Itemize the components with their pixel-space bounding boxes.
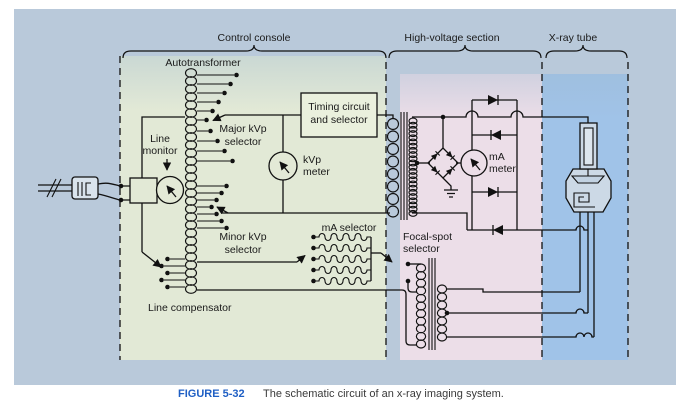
- diode-lower: [488, 187, 499, 197]
- line-monitor-needle: [166, 185, 177, 198]
- control-console-brace: [122, 44, 387, 59]
- ground-symbol: [442, 177, 458, 198]
- autotransformer-label: Autotransformer: [165, 57, 241, 69]
- major-kvp-taps: [197, 72, 239, 164]
- filament-primary-coil: [415, 263, 427, 349]
- section-headers: Control console High-voltage section X-r…: [122, 32, 628, 59]
- high-voltage-title: High-voltage section: [404, 32, 499, 44]
- major-kvp-label-1: Major kVp: [219, 123, 266, 135]
- anode-target: [570, 175, 606, 184]
- high-voltage-brace: [388, 44, 542, 59]
- diode-bridge: [414, 114, 461, 179]
- cathode-filament-coil: [573, 192, 595, 208]
- control-circuit-wiring: [197, 113, 417, 346]
- filament-transformer: [415, 258, 594, 350]
- cord-break-marks: [46, 178, 62, 198]
- ma-selector: mA selector: [311, 222, 393, 286]
- plug-body: [71, 176, 99, 200]
- plug-prongs-icon: [77, 182, 91, 196]
- ma-meter: mA meter: [460, 149, 516, 177]
- diode-bottom: [492, 225, 503, 235]
- anode-stem-inner: [583, 127, 594, 166]
- diode-top: [488, 95, 499, 105]
- ma-meter-needle: [470, 158, 481, 171]
- filament-core: [428, 258, 436, 350]
- major-kvp-wiper-arrow: [212, 113, 226, 122]
- line-monitor-label-1: Line: [150, 133, 170, 145]
- line-monitor: Line monitor: [121, 116, 185, 268]
- autotransformer: Autotransformer Major kVp selector Min: [148, 57, 267, 314]
- section-borders: [119, 56, 629, 360]
- control-console-title: Control console: [218, 32, 291, 44]
- line-compensator-taps: [159, 256, 185, 290]
- minor-kvp-label-2: selector: [225, 244, 262, 256]
- timing-circuit-label-1: Timing circuit: [308, 101, 370, 113]
- line-compensator-label: Line compensator: [148, 302, 232, 314]
- ma-meter-label-1: mA: [489, 151, 505, 163]
- ma-selector-label: mA selector: [322, 222, 377, 234]
- timing-circuit: Timing circuit and selector: [300, 92, 394, 138]
- focal-spot-wiper-arrow: [380, 252, 393, 263]
- timing-circuit-label-2: and selector: [310, 114, 368, 126]
- minor-kvp-wiper-arrow: [216, 206, 229, 215]
- ma-meter-label-2: meter: [489, 163, 516, 175]
- autotransformer-coil: [184, 68, 198, 294]
- kvp-meter-label-2: meter: [303, 166, 330, 178]
- figure-number: FIGURE 5-32: [178, 388, 245, 400]
- diode-mid: [490, 130, 501, 140]
- hv-core: [400, 112, 408, 220]
- figure-caption: FIGURE 5-32 The schematic circuit of an …: [178, 388, 504, 400]
- focal-spot-label-1: Focal-spot: [403, 231, 452, 243]
- hv-primary-coil: [386, 118, 400, 218]
- xray-tube-brace: [545, 44, 628, 59]
- line-monitor-label-2: monitor: [142, 145, 178, 157]
- focal-spot-label-2: selector: [403, 243, 440, 255]
- minor-kvp-label-1: Minor kVp: [219, 231, 266, 243]
- kvp-meter-needle: [279, 161, 290, 174]
- figure-caption-text: The schematic circuit of an x-ray imagin…: [263, 388, 504, 400]
- ma-selector-input-arrow: [296, 254, 306, 264]
- kvp-meter-label-1: kVp: [303, 154, 321, 166]
- kvp-meter: kVp meter: [268, 151, 330, 181]
- xray-tube-title: X-ray tube: [549, 32, 598, 44]
- major-kvp-label-2: selector: [225, 136, 262, 148]
- minor-kvp-taps: [197, 183, 229, 231]
- power-plug: [38, 176, 124, 203]
- xray-tube: [565, 122, 612, 337]
- rectifier-circuit: mA meter: [412, 95, 589, 235]
